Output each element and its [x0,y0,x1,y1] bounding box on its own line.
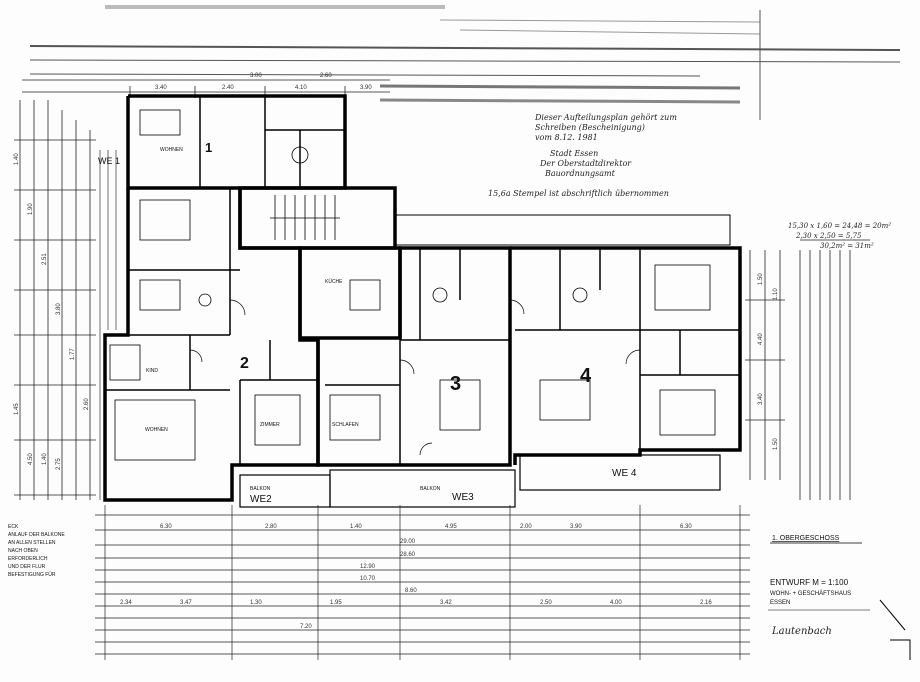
dim-left-4: 3.80 [56,303,62,315]
left-note-4: NACH OBEN [8,548,38,554]
unit-1-number: 1 [205,140,212,155]
dim-right-3: 3.40 [758,393,764,405]
dim-bottom-1-4: 4.95 [445,524,457,530]
dim-bottom-3-1: 2.34 [120,600,132,606]
stamp-line-4: Stadt Essen [550,149,598,158]
staircase [270,195,340,240]
stamp-line-5: Der Oberstadtdirektor [539,159,632,168]
approval-stamp-note: Dieser Aufteilungsplan gehört zum Schrei… [488,113,677,198]
dim-bottom-3-4: 1.95 [330,600,342,606]
dim-bottom-2-4: 10.70 [360,576,376,582]
stamp-line-6: Bauordnungsamt [544,169,616,178]
room-label-balkon-2: BALKON [250,486,271,492]
left-note-7: BEFESTIGUNG FÜR [8,571,56,578]
furniture [109,109,716,461]
room-label-balkon-3: BALKON [420,486,441,492]
calc-line-3: 30,2m² = 31m² [820,242,874,250]
dim-left-2: 1.90 [28,203,34,215]
dim-left-10: 2.75 [56,458,62,470]
dim-right-5: 1.50 [773,438,779,450]
dim-bottom-2-5: 8.60 [405,588,417,594]
stamp-line-1: Dieser Aufteilungsplan gehört zum [534,113,677,122]
corner-stamp [879,599,911,660]
dim-right-1: 1.50 [758,273,764,285]
area-calculation-note: 15,30 x 1,60 = 24,48 = 20m² 2,30 x 2,50 … [788,222,891,250]
unit-2-label: WE2 [250,494,272,505]
balcony-hatch-left [99,150,117,500]
left-note-6: UND DER FLUR [8,564,46,570]
calc-line-1: 15,30 x 1,60 = 24,48 = 20m² [788,222,891,230]
room-label-kind: KIND [146,368,158,374]
unit-1-label: WE 1 [98,156,120,166]
dim-bottom-3-2: 3.47 [180,600,192,606]
dim-top-3: 4.10 [295,85,307,91]
left-note-2: ANLAUF DER BALKONE [8,532,65,538]
dim-top-1: 3.40 [155,85,167,91]
exterior-walls [103,94,742,502]
title-line-1: ENTWURF M = 1:100 [770,578,849,587]
dim-left-5: 1.77 [70,348,76,360]
title-block: ENTWURF M = 1:100 WOHN- + GESCHÄFTSHAUS … [768,578,870,611]
title-line-3: ESSEN [770,600,790,606]
architect-signature: Lautenbach [771,626,832,637]
dim-bottom-2-3: 12.90 [360,564,376,570]
stamp-line-7: 15,6a Stempel ist abschriftlich übernomm… [488,189,669,198]
right-dimension-chain [745,239,870,500]
room-label-zimmer: ZIMMER [260,422,280,428]
unit-4-label: WE 4 [612,468,637,479]
room-label-schlafen-3: SCHLAFEN [332,422,359,428]
left-note-5: ERFORDERLICH [8,556,48,562]
roof-terrace [394,214,731,246]
dim-left-9: 1.40 [42,453,48,465]
dim-top-4: 3.90 [360,85,372,91]
scan-noise-strip [29,10,901,120]
stamp-line-3: vom 8.12. 1981 [535,133,598,142]
door-swings [189,299,641,456]
dim-top-5: 3.00 [250,73,262,79]
dim-top-6: 2.60 [320,73,332,79]
dim-bottom-2-6: 7.20 [300,624,312,630]
room-label-wohnen-2: WOHNEN [145,427,168,433]
left-dimension-chain [14,100,96,500]
unit-3-number: 3 [450,373,461,395]
dim-bottom-3-6: 2.50 [540,600,552,606]
left-note-3: AN ALLEN STELLEN [8,540,56,546]
dim-left-3: 2.51 [42,253,48,265]
dim-bottom-3-8: 2.16 [700,600,712,606]
title-line-2: WOHN- + GESCHÄFTSHAUS [770,590,851,597]
dim-top-2: 2.40 [222,85,234,91]
room-label-wohnen-1: WOHNEN [160,147,183,153]
dim-left-6: 2.60 [84,398,90,410]
dim-right-2: 4.40 [758,333,764,345]
dim-left-1: 1.40 [14,153,20,165]
dim-bottom-1-6: 3.90 [570,524,582,530]
unit-2-number: 2 [240,355,249,372]
unit-3-label: WE3 [452,492,474,503]
left-note-1: ECK [8,524,19,530]
dim-bottom-1-2: 2.80 [265,524,277,530]
dim-left-7: 1.45 [14,403,20,415]
floor-title: 1. OBERGESCHOSS [772,535,840,542]
dim-bottom-1-7: 6.30 [680,524,692,530]
dim-bottom-1-5: 2.00 [520,524,532,530]
dim-bottom-1-3: 1.40 [350,524,362,530]
dim-right-4: 1.10 [773,288,779,300]
interior-walls [105,96,740,465]
dim-left-8: 4.50 [28,453,34,465]
room-label-kueche: KÜCHE [325,278,343,285]
dim-bottom-3-3: 1.30 [250,600,262,606]
bottom-dimension-chains [95,505,750,660]
dim-bottom-2-1: 29.00 [400,539,416,545]
stamp-line-2: Schreiben (Bescheinigung) [535,123,645,132]
left-side-note: ECK ANLAUF DER BALKONE AN ALLEN STELLEN … [8,524,65,578]
dim-bottom-1-1: 6.30 [160,524,172,530]
dim-bottom-3-5: 3.42 [440,600,452,606]
balconies-bottom [239,454,721,508]
dim-bottom-2-2: 28.60 [400,552,416,558]
dim-bottom-3-7: 4.00 [610,600,622,606]
calc-line-2: 2,30 x 2,50 = 5,75 [795,232,862,240]
unit-4-number: 4 [580,365,592,387]
